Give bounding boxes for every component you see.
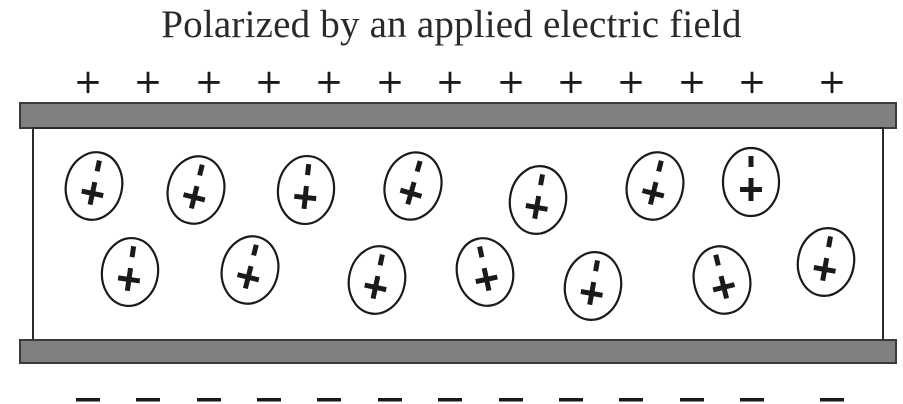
dipole-positive-end xyxy=(399,181,423,205)
top-plate-plus-charge: + xyxy=(436,62,465,102)
bottom-plate xyxy=(19,339,897,364)
dipole-negative-end xyxy=(593,259,600,272)
dipole-negative-end xyxy=(129,245,137,258)
bottom-plate-minus-charge xyxy=(257,398,281,402)
dipole-negative-end xyxy=(477,246,485,258)
top-plate-plus-charge: + xyxy=(255,62,284,102)
bottom-plate-minus-charge xyxy=(559,398,583,402)
bottom-plate-minus-charge xyxy=(317,398,341,402)
dipole-molecule xyxy=(692,245,752,315)
dipole-negative-end xyxy=(656,160,664,173)
top-plate-plus-charge: + xyxy=(617,62,646,102)
dipole-negative-end xyxy=(377,254,385,266)
dipole-positive-end xyxy=(294,185,317,210)
bottom-plate-minus-charge xyxy=(740,398,764,402)
bottom-plate-minus-charge xyxy=(438,398,462,402)
dipole-positive-end xyxy=(525,195,548,220)
bottom-plate-minus-charge xyxy=(680,398,704,402)
dipole-negative-end xyxy=(197,164,205,177)
top-plate-plus-charge: + xyxy=(134,62,163,102)
bottom-plate-minus-charge xyxy=(197,398,221,402)
dipole-molecule xyxy=(721,146,781,218)
dipole-molecule xyxy=(508,165,568,235)
diagram-title: Polarized by an applied electric field xyxy=(161,3,742,46)
top-plate-plus-charge: + xyxy=(497,62,526,102)
dipole-negative-end xyxy=(251,244,259,257)
dipole-molecule xyxy=(220,235,280,305)
dipole-negative-end xyxy=(826,235,833,248)
dipole-molecule xyxy=(347,245,407,315)
dipole-positive-end xyxy=(740,178,762,201)
top-plate-plus-charge: + xyxy=(195,62,224,102)
dipole-negative-end xyxy=(748,156,754,167)
dipole-negative-end xyxy=(94,160,102,172)
bottom-plate-minus-charge xyxy=(820,398,844,402)
top-plate-plus-charge: + xyxy=(376,62,405,102)
top-plate xyxy=(19,102,897,129)
dipole-molecule xyxy=(796,227,856,297)
top-plate-plus-charge: + xyxy=(557,62,586,102)
bottom-plate-minus-charge xyxy=(76,398,100,402)
dipole-negative-end xyxy=(305,163,312,176)
top-plate-plus-charge: + xyxy=(818,62,847,102)
dipole-molecule xyxy=(166,155,226,225)
dipole-positive-end xyxy=(364,275,387,300)
bottom-plate-charges xyxy=(76,398,844,402)
dipole-molecule xyxy=(383,151,443,221)
dipole-positive-end xyxy=(580,281,603,306)
dipole-positive-end xyxy=(475,267,498,292)
dipole-negative-end xyxy=(414,160,423,173)
dipole-negative-end xyxy=(713,254,721,267)
dipole-molecule xyxy=(64,151,124,221)
bottom-plate-minus-charge xyxy=(619,398,643,402)
dipole-positive-end xyxy=(712,275,736,300)
top-plate-plus-charge: + xyxy=(738,62,767,102)
dipole-molecule xyxy=(276,154,336,226)
dipole-molecules xyxy=(64,146,856,321)
dipole-positive-end xyxy=(813,257,836,282)
bottom-plate-minus-charge xyxy=(378,398,402,402)
dipole-positive-end xyxy=(117,267,141,292)
top-plate-plus-charge: + xyxy=(678,62,707,102)
top-plate-charges: + + + + + + + + + + + + + xyxy=(74,62,847,102)
top-plate-plus-charge: + xyxy=(74,62,103,102)
bottom-plate-minus-charge xyxy=(499,398,523,402)
dipole-molecule xyxy=(100,237,160,307)
dipole-positive-end xyxy=(182,185,206,210)
dipole-molecule xyxy=(455,237,515,307)
bottom-plate-minus-charge xyxy=(136,398,160,402)
dipole-molecule xyxy=(563,251,623,321)
top-plate-plus-charge: + xyxy=(315,62,344,102)
dipole-molecule xyxy=(625,151,685,221)
dipole-positive-end xyxy=(641,181,665,206)
dipole-positive-end xyxy=(81,181,104,206)
dipole-negative-end xyxy=(538,173,545,186)
dipole-positive-end xyxy=(236,265,260,290)
